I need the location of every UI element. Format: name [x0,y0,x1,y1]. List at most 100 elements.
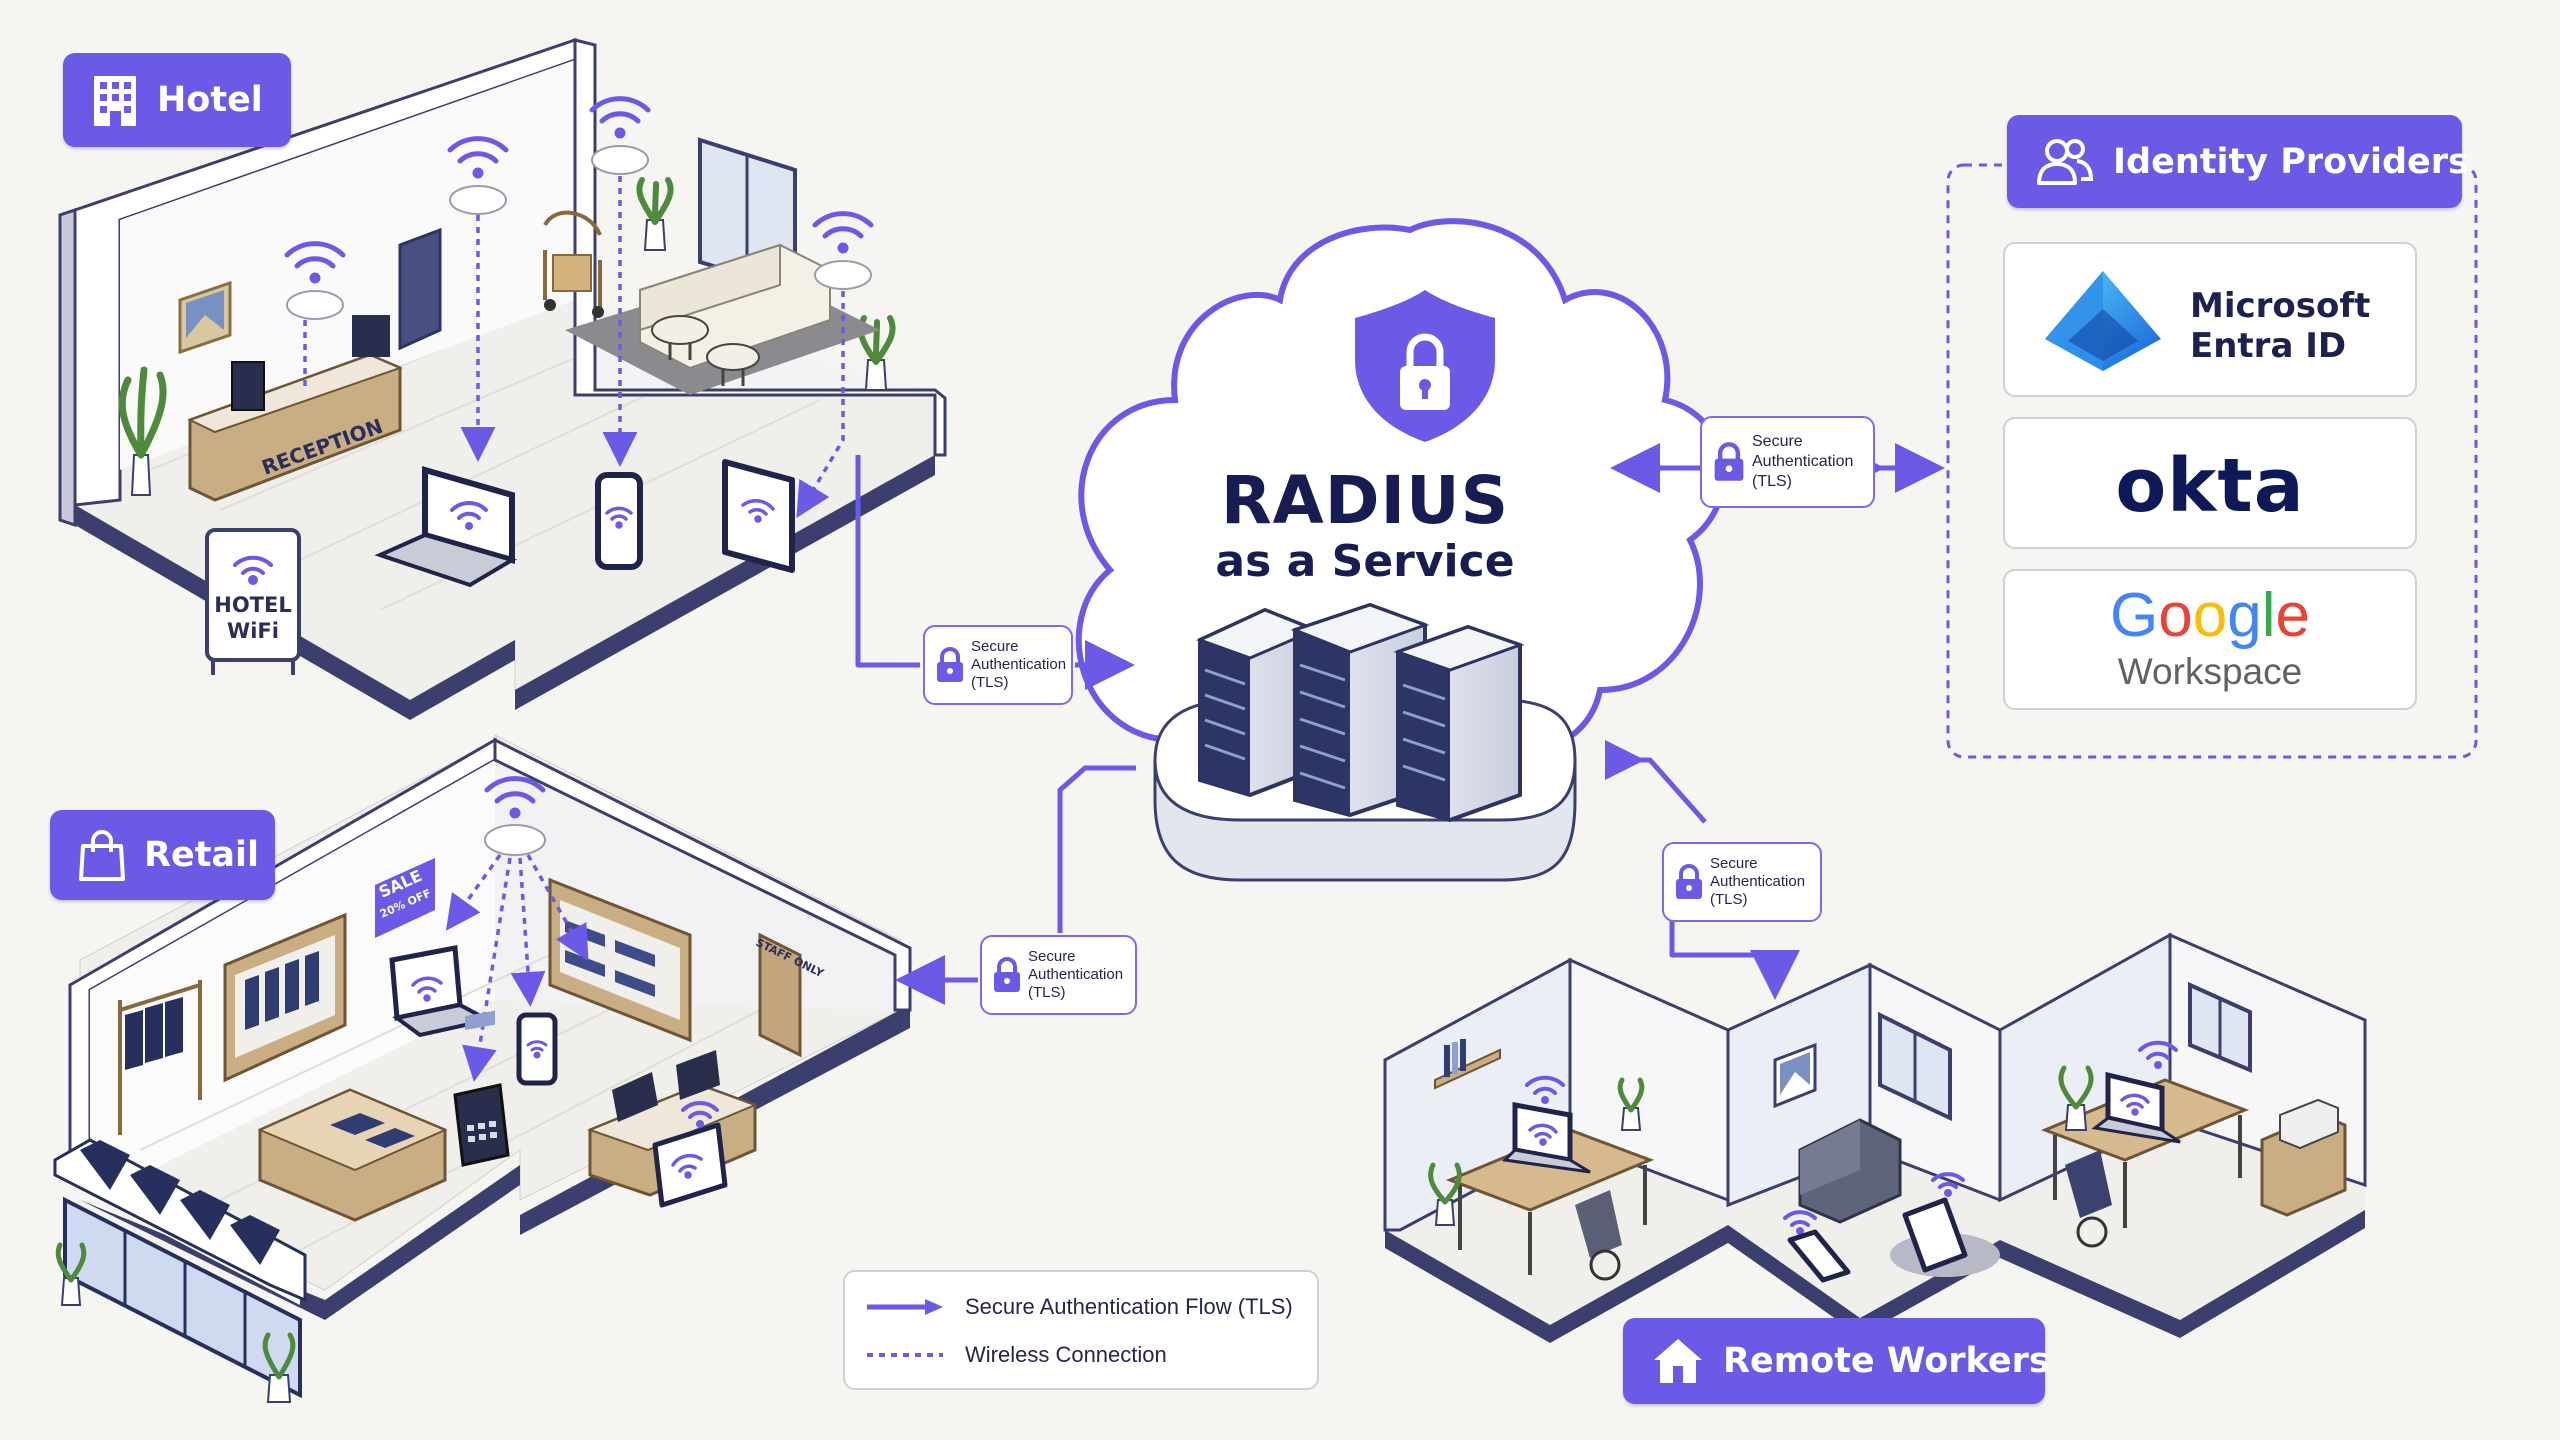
google-letter: g [2227,581,2262,650]
identity-secure-auth-callout: Secure Authentication (TLS) [1700,416,1875,508]
tablet-icon [1902,1197,1968,1273]
wifi-icon [681,1100,719,1128]
google-workspace-sub: Workspace [2117,651,2303,692]
wifi-icon [284,241,346,284]
hotel-sign-line1: HOTEL [214,593,291,617]
callout-line: (TLS) [1752,473,1792,490]
phone-icon [595,472,643,570]
callout-line: Secure [1752,433,1803,450]
okta-card: okta [2003,417,2417,549]
hotel-sign-line2: WiFi [227,619,279,643]
radius-subtitle: as a Service [1215,536,1515,587]
hotel-wifi-sign: HOTEL WiFi [205,528,301,675]
callout-line: Secure [971,638,1019,655]
retail-label: Retail [144,835,260,875]
tablet-icon [652,1122,728,1208]
solid-arrow-icon [867,1299,943,1315]
hotel-badge: Hotel [63,53,291,147]
laptop-icon [1501,1102,1591,1174]
callout-line: (TLS) [1710,891,1748,908]
plant-icon [636,177,674,251]
retail-room: SALE 20% OFF STAFF ONLY [53,734,912,1403]
google-letter: o [2192,581,2228,650]
entra-logo-icon [2045,271,2161,371]
remote-workers-badge: Remote Workers [1623,1318,2050,1404]
google-letter: e [2275,581,2310,650]
radius-title: RADIUS [1220,462,1510,539]
card-terminal-icon [453,1010,510,1167]
lock-icon [1714,442,1744,481]
wifi-icon [2138,1040,2178,1069]
legend: Secure Authentication Flow (TLS) Wireles… [843,1270,1319,1390]
clothes-rack [118,980,202,1135]
legend-dotted-row: Wireless Connection [865,1342,1167,1368]
wifi-access-point [814,260,872,290]
laptop-icon [2091,1071,2181,1144]
dotted-line-icon [867,1353,943,1357]
plant-icon [1428,1162,1462,1226]
lock-icon [1676,864,1702,899]
lock-icon [994,957,1020,992]
wifi-access-point [286,290,344,320]
wifi-icon [1783,1210,1817,1235]
callout-line: Authentication [1752,453,1854,470]
callout-line: Secure [1028,948,1076,965]
microsoft-entra-name: Microsoft Entra ID [2190,286,2370,366]
hotel-room: RECEPTION [58,37,947,720]
microsoft-line2: Entra ID [2190,326,2347,366]
users-icon [2037,138,2094,185]
legend-solid-row: Secure Authentication Flow (TLS) [865,1294,1293,1320]
google-letter: o [2158,581,2193,650]
wifi-icon [1525,1075,1565,1104]
callout-line: Authentication [1710,873,1806,890]
plant-icon [55,1242,87,1306]
microsoft-entra-card: Microsoft Entra ID [2003,242,2417,397]
plant-icon [857,315,896,391]
google-logo: Google [2005,583,2415,649]
callout-line: Authentication [971,656,1067,673]
wifi-access-point [591,145,649,175]
wifi-icon [447,136,509,179]
okta-logo: okta [2115,443,2305,529]
wifi-icon [1931,1172,1965,1197]
hotel-label: Hotel [157,80,263,120]
wifi-access-point [484,824,546,856]
server-rack-icon [1393,624,1525,823]
remote-workers-label: Remote Workers [1723,1341,2050,1381]
secure-flow-arrows [855,443,1945,1005]
home-icon [1654,1339,1702,1383]
server-rack-icon [1196,607,1319,798]
legend-solid-label: Secure Authentication Flow (TLS) [965,1294,1293,1319]
phone-icon [1787,1229,1851,1283]
callout-line: Authentication [1028,966,1124,983]
storefront-awning [53,1138,307,1303]
plant-icon [118,366,167,496]
laptop-icon [374,466,517,588]
shopping-bag-icon [79,830,125,881]
phone-icon [516,1012,558,1086]
google-workspace-card: Google Workspace [2003,569,2417,710]
microsoft-line1: Microsoft [2190,286,2371,326]
plant-icon [1617,1077,1645,1131]
wifi-icon [589,96,651,139]
remote-workers-rooms [1383,932,2367,1343]
retail-secure-auth-callout: Secure Authentication (TLS) [980,935,1137,1015]
callout-line: (TLS) [1028,984,1066,1001]
building-icon [94,76,136,126]
server-rack-icon [1290,602,1430,818]
wifi-icon [812,211,874,254]
radius-cloud [1075,218,1727,882]
callout-line: (TLS) [971,674,1009,691]
retail-badge: Retail [50,810,275,900]
callout-line: Secure [1710,855,1758,872]
plant-icon [2058,1065,2094,1131]
remote-secure-auth-callout: Secure Authentication (TLS) [1662,842,1822,922]
google-letter: G [2110,581,2159,650]
wifi-access-point [449,185,507,215]
google-letter: l [2261,581,2276,650]
shield-lock-icon [1355,290,1495,442]
tablet-icon [722,459,795,573]
lock-icon [937,647,963,682]
hotel-secure-auth-callout: Secure Authentication (TLS) [923,625,1073,705]
